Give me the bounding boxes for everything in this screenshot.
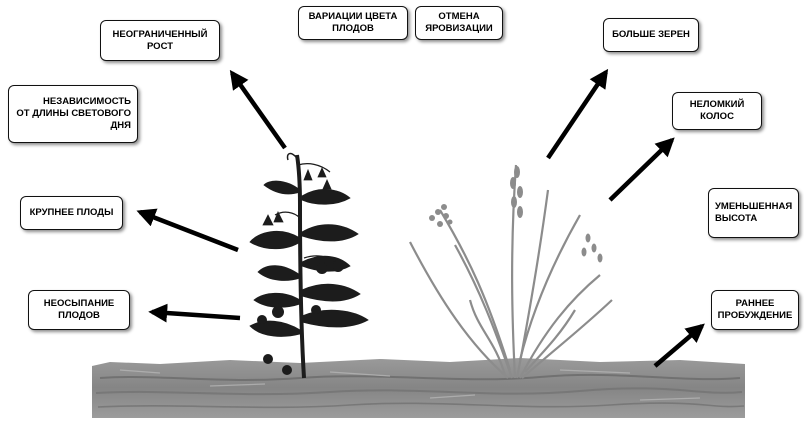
label-fruit-color-variation: ВАРИАЦИИ ЦВЕТА ПЛОДОВ (298, 6, 408, 40)
arrow-unlimited-growth (232, 73, 285, 148)
arrow-no-shattering (152, 312, 240, 318)
label-reduced-height: УМЕНЬШЕННАЯ ВЫСОТА (708, 188, 799, 238)
label-photoperiod-independence: НЕЗАВИСИМОСТЬ ОТ ДЛИНЫ СВЕТОВОГО ДНЯ (8, 85, 138, 143)
left-plant (250, 154, 368, 378)
right-plant (410, 165, 612, 378)
label-vernalization-cancel: ОТМЕНА ЯРОВИЗАЦИИ (415, 6, 503, 40)
arrow-more-grains (548, 72, 606, 158)
soil-ground (92, 358, 745, 418)
label-no-shattering: НЕОСЫПАНИЕ ПЛОДОВ (28, 290, 130, 330)
arrow-bigger-fruits (140, 212, 238, 250)
arrow-non-brittle (610, 140, 672, 200)
arrow-early-awakening (655, 326, 702, 366)
label-unlimited-growth: НЕОГРАНИЧЕННЫЙ РОСТ (100, 20, 220, 61)
label-more-grains: БОЛЬШЕ ЗЕРЕН (603, 18, 699, 52)
label-early-awakening: РАННЕЕ ПРОБУЖДЕНИЕ (711, 290, 799, 330)
label-bigger-fruits: КРУПНЕЕ ПЛОДЫ (20, 196, 123, 230)
label-non-brittle-ear: НЕЛОМКИЙ КОЛОС (672, 92, 762, 130)
